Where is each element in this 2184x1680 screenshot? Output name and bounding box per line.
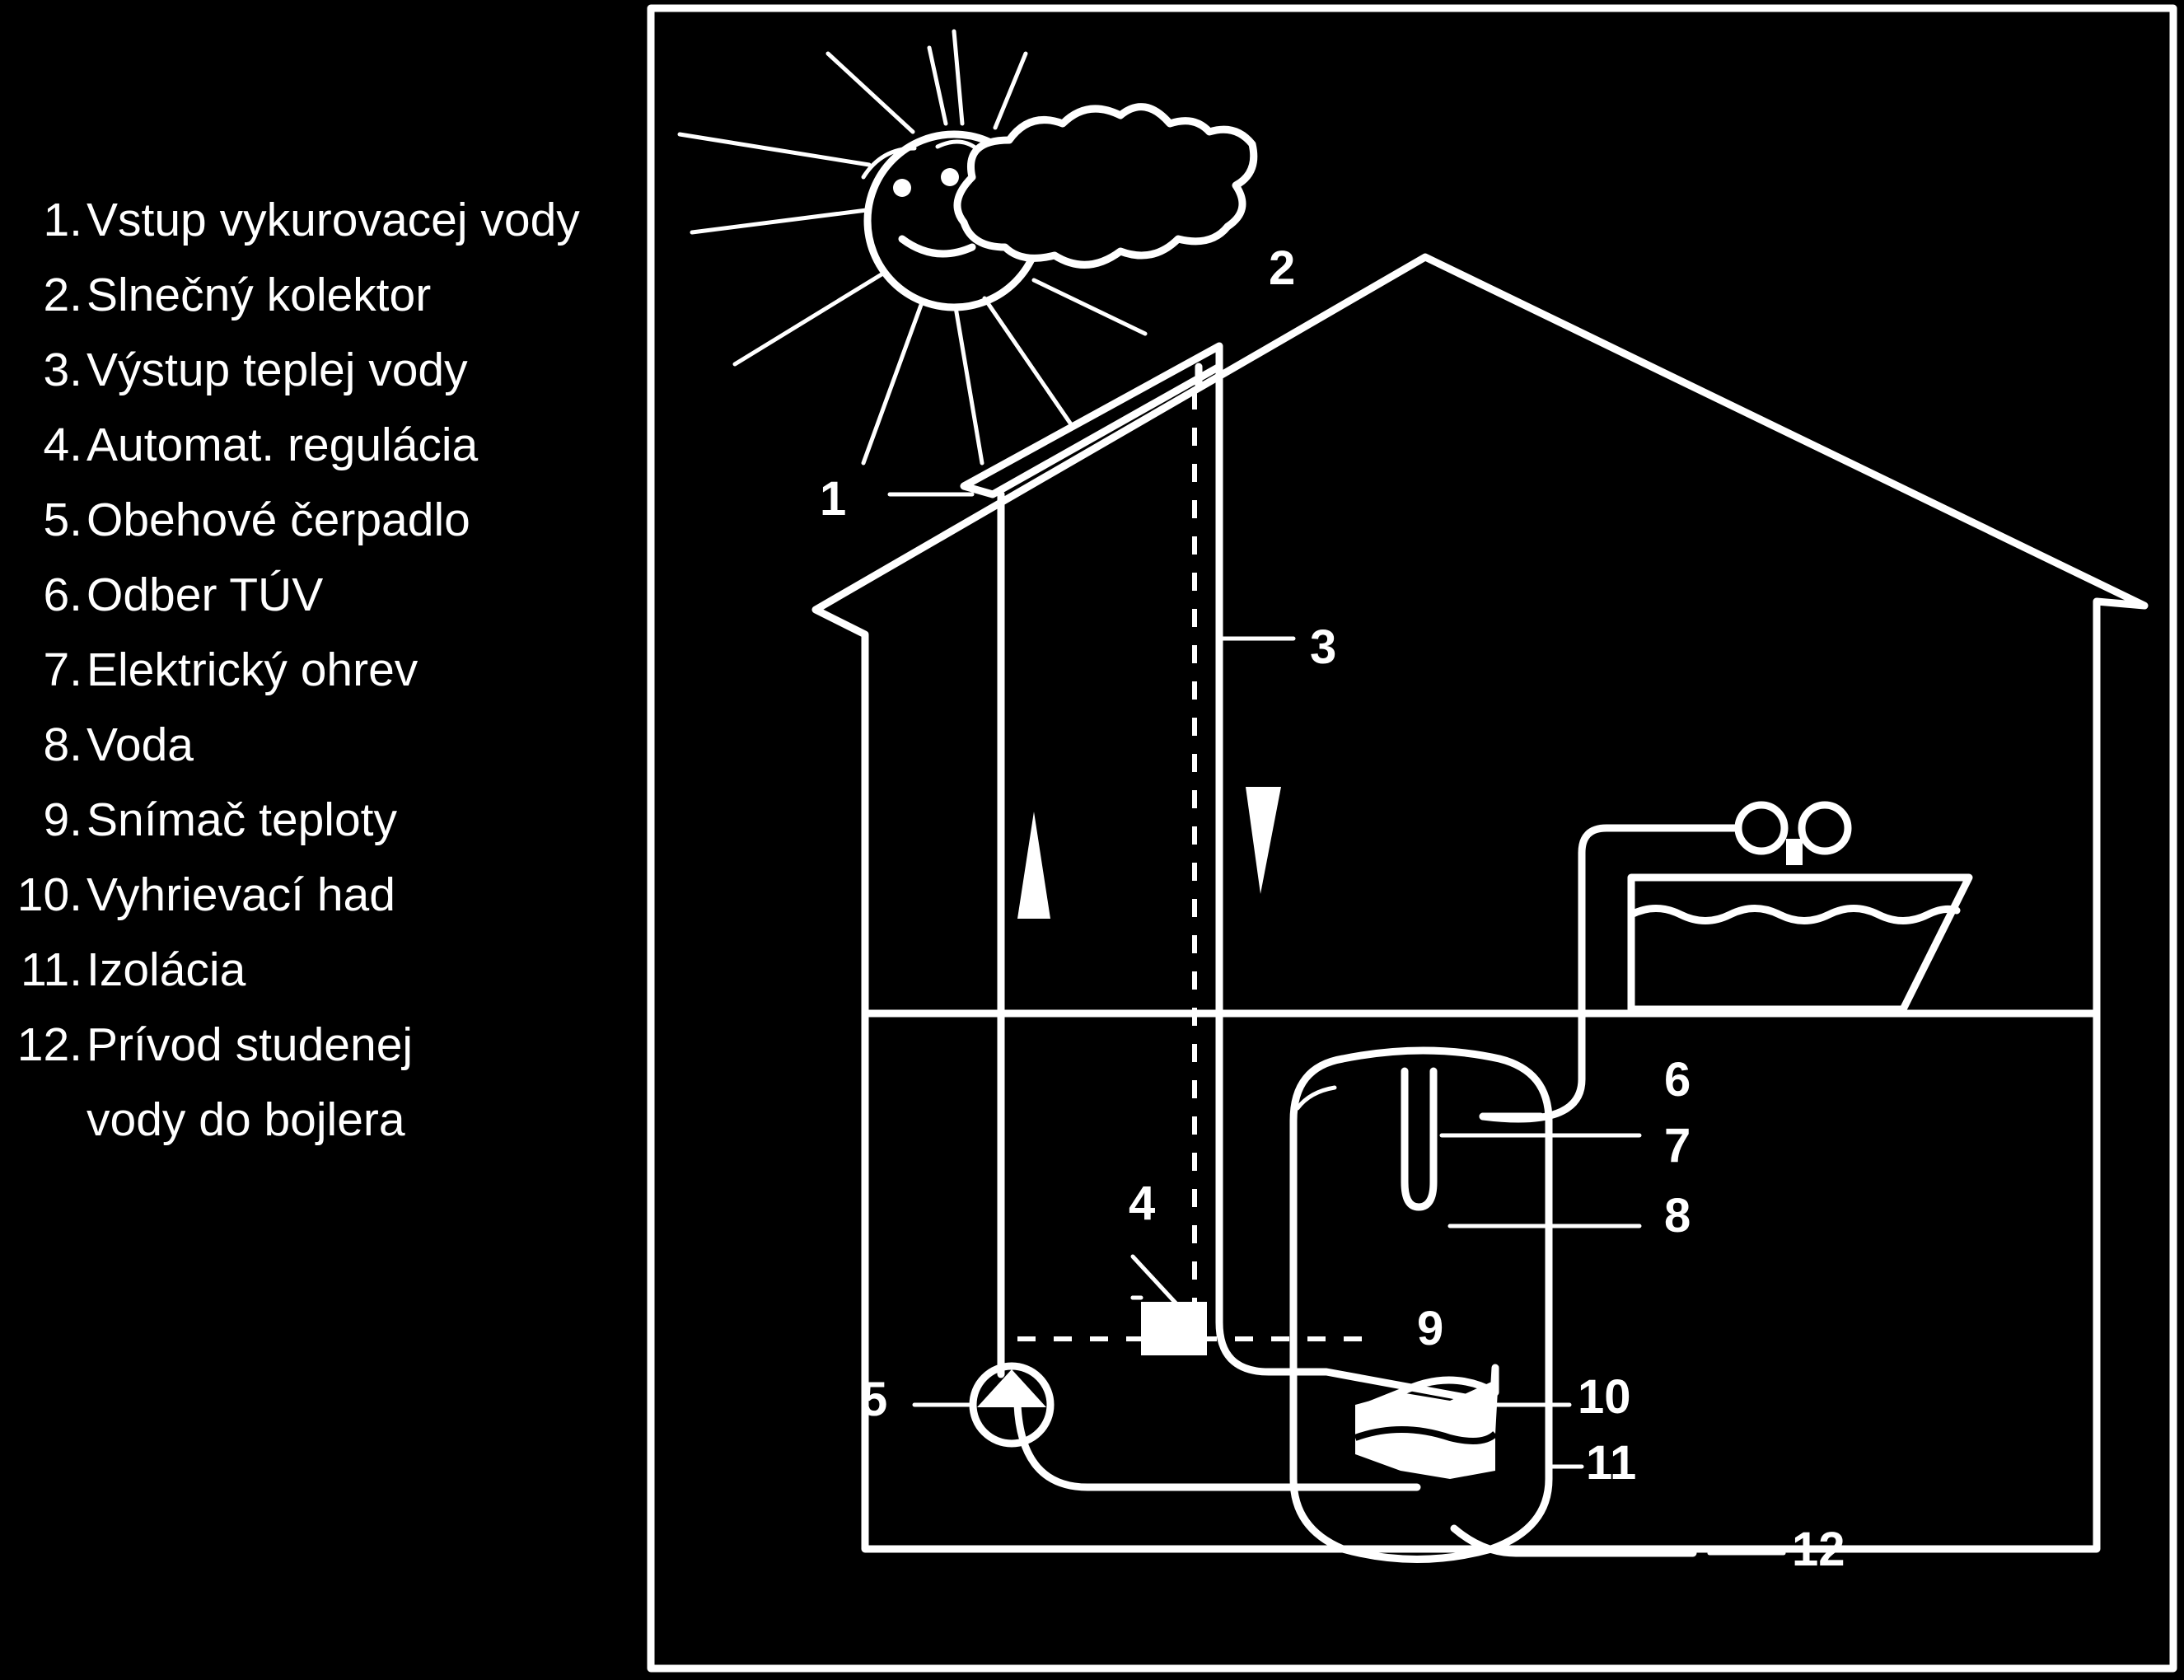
flow-up-arrow-icon: [1017, 812, 1050, 919]
sun-smile: [898, 235, 976, 258]
legend-item-10: 10. Vyhrievací had: [0, 858, 651, 932]
legend-item-6: 6. Odber TÚV: [0, 558, 651, 632]
outlet-pipe: [1215, 354, 1487, 1405]
leader-lines: [887, 492, 1786, 1556]
flow-down-arrow-icon: [1246, 787, 1281, 894]
legend-label: Slnečný kolektor: [87, 269, 432, 321]
label-1: 1: [820, 472, 846, 526]
diagram-frame: [647, 4, 2177, 1673]
legend-label: Prívod studenej: [87, 1018, 414, 1071]
cloud-icon: [953, 103, 1258, 269]
legend-item-5: 5. Obehové čerpadlo: [0, 483, 651, 557]
collector-panel: [960, 342, 1223, 498]
legend-number: 3.: [43, 344, 82, 396]
pump-icon: [969, 1362, 1055, 1448]
legend-label: Obehové čerpadlo: [87, 494, 470, 546]
legend-label: Odber TÚV: [87, 569, 324, 621]
legend-label: Vstup vykurovacej vody: [87, 194, 580, 246]
pump-triangle: [977, 1369, 1046, 1407]
legend-label: Elektrický ohrev: [87, 643, 419, 696]
label-4: 4: [1129, 1177, 1155, 1230]
legend-label: Izolácia: [87, 943, 246, 996]
legend-number: 8.: [43, 718, 82, 771]
bathtub-icon: [1627, 801, 1973, 1013]
legend-number: 9.: [43, 793, 82, 846]
sun-eye-right: [941, 168, 959, 186]
legend-number: 4.: [43, 419, 82, 471]
legend-number: 5.: [43, 494, 82, 546]
faucet-spout: [1786, 839, 1803, 865]
label-2: 2: [1269, 241, 1295, 295]
tub-body: [1627, 873, 1973, 1013]
legend-item-7: 7. Elektrický ohrev: [0, 633, 651, 707]
electric-heater: [1401, 1067, 1438, 1211]
legend-item-2: 2. Slnečný kolektor: [0, 258, 651, 332]
legend-number: 2.: [43, 269, 82, 321]
house-wall-roof: [811, 253, 2149, 1553]
legend-label: Automat. regulácia: [87, 419, 479, 471]
label-8: 8: [1664, 1189, 1691, 1242]
legend-item-8: 8. Voda: [0, 708, 651, 782]
legend-label: Vyhrievací had: [87, 868, 395, 921]
label-5: 5: [861, 1373, 887, 1426]
legend-label: Voda: [87, 718, 194, 771]
legend-number: 12.: [16, 1018, 82, 1071]
label-10: 10: [1578, 1370, 1631, 1424]
legend-number: 11.: [20, 943, 82, 996]
label-3: 3: [1310, 620, 1336, 674]
legend-item-11: 11. Izolácia: [0, 933, 651, 1007]
pump-to-tank-pipe: [1013, 1401, 1421, 1491]
sun-icon: [677, 29, 1258, 466]
sun-brow-right: [935, 139, 979, 151]
pump-circle: [969, 1362, 1055, 1448]
legend-number: 6.: [43, 569, 82, 621]
legend-item-4: 4. Automat. regulácia: [0, 408, 651, 482]
faucet-knob-left: [1734, 801, 1789, 855]
legend-number: 1.: [43, 194, 82, 246]
tub-water-wave: [1627, 905, 1961, 924]
legend-item-12-cont: vody do bojlera: [0, 1083, 651, 1157]
legend-number: 7.: [43, 643, 82, 696]
tank-outer: [1289, 1046, 1553, 1563]
house-outline: [811, 253, 2149, 1553]
boiler-tank: [1289, 1046, 1553, 1563]
controller-box: [1141, 1302, 1207, 1355]
legend-item-9: 9. Snímač teploty: [0, 783, 651, 857]
label-7: 7: [1664, 1119, 1691, 1172]
coil-separator: [1354, 1426, 1498, 1444]
sun-eye-left: [893, 179, 911, 197]
tank-inner-arc: [1295, 1085, 1337, 1111]
legend-label: Výstup teplej vody: [87, 344, 468, 396]
sun-rays: [677, 29, 1148, 466]
legend-item-1: 1. Vstup vykurovacej vody: [0, 183, 651, 257]
solar-collector: [960, 342, 1223, 498]
label-6: 6: [1664, 1053, 1691, 1107]
label-11: 11: [1586, 1436, 1636, 1490]
label-12: 12: [1792, 1523, 1845, 1576]
faucet-knob-right: [1798, 801, 1852, 855]
legend-item-12: 12. Prívod studenej: [0, 1008, 651, 1082]
legend-label: vody do bojlera: [87, 1093, 405, 1146]
label-9: 9: [1417, 1302, 1443, 1355]
hot-water-draw-pipe: [1479, 824, 1742, 1123]
legend-number: 10.: [16, 868, 82, 921]
legend-label: Snímač teploty: [87, 793, 398, 846]
sun-brow-left: [861, 146, 917, 180]
legend-item-3: 3. Výstup teplej vody: [0, 333, 651, 407]
